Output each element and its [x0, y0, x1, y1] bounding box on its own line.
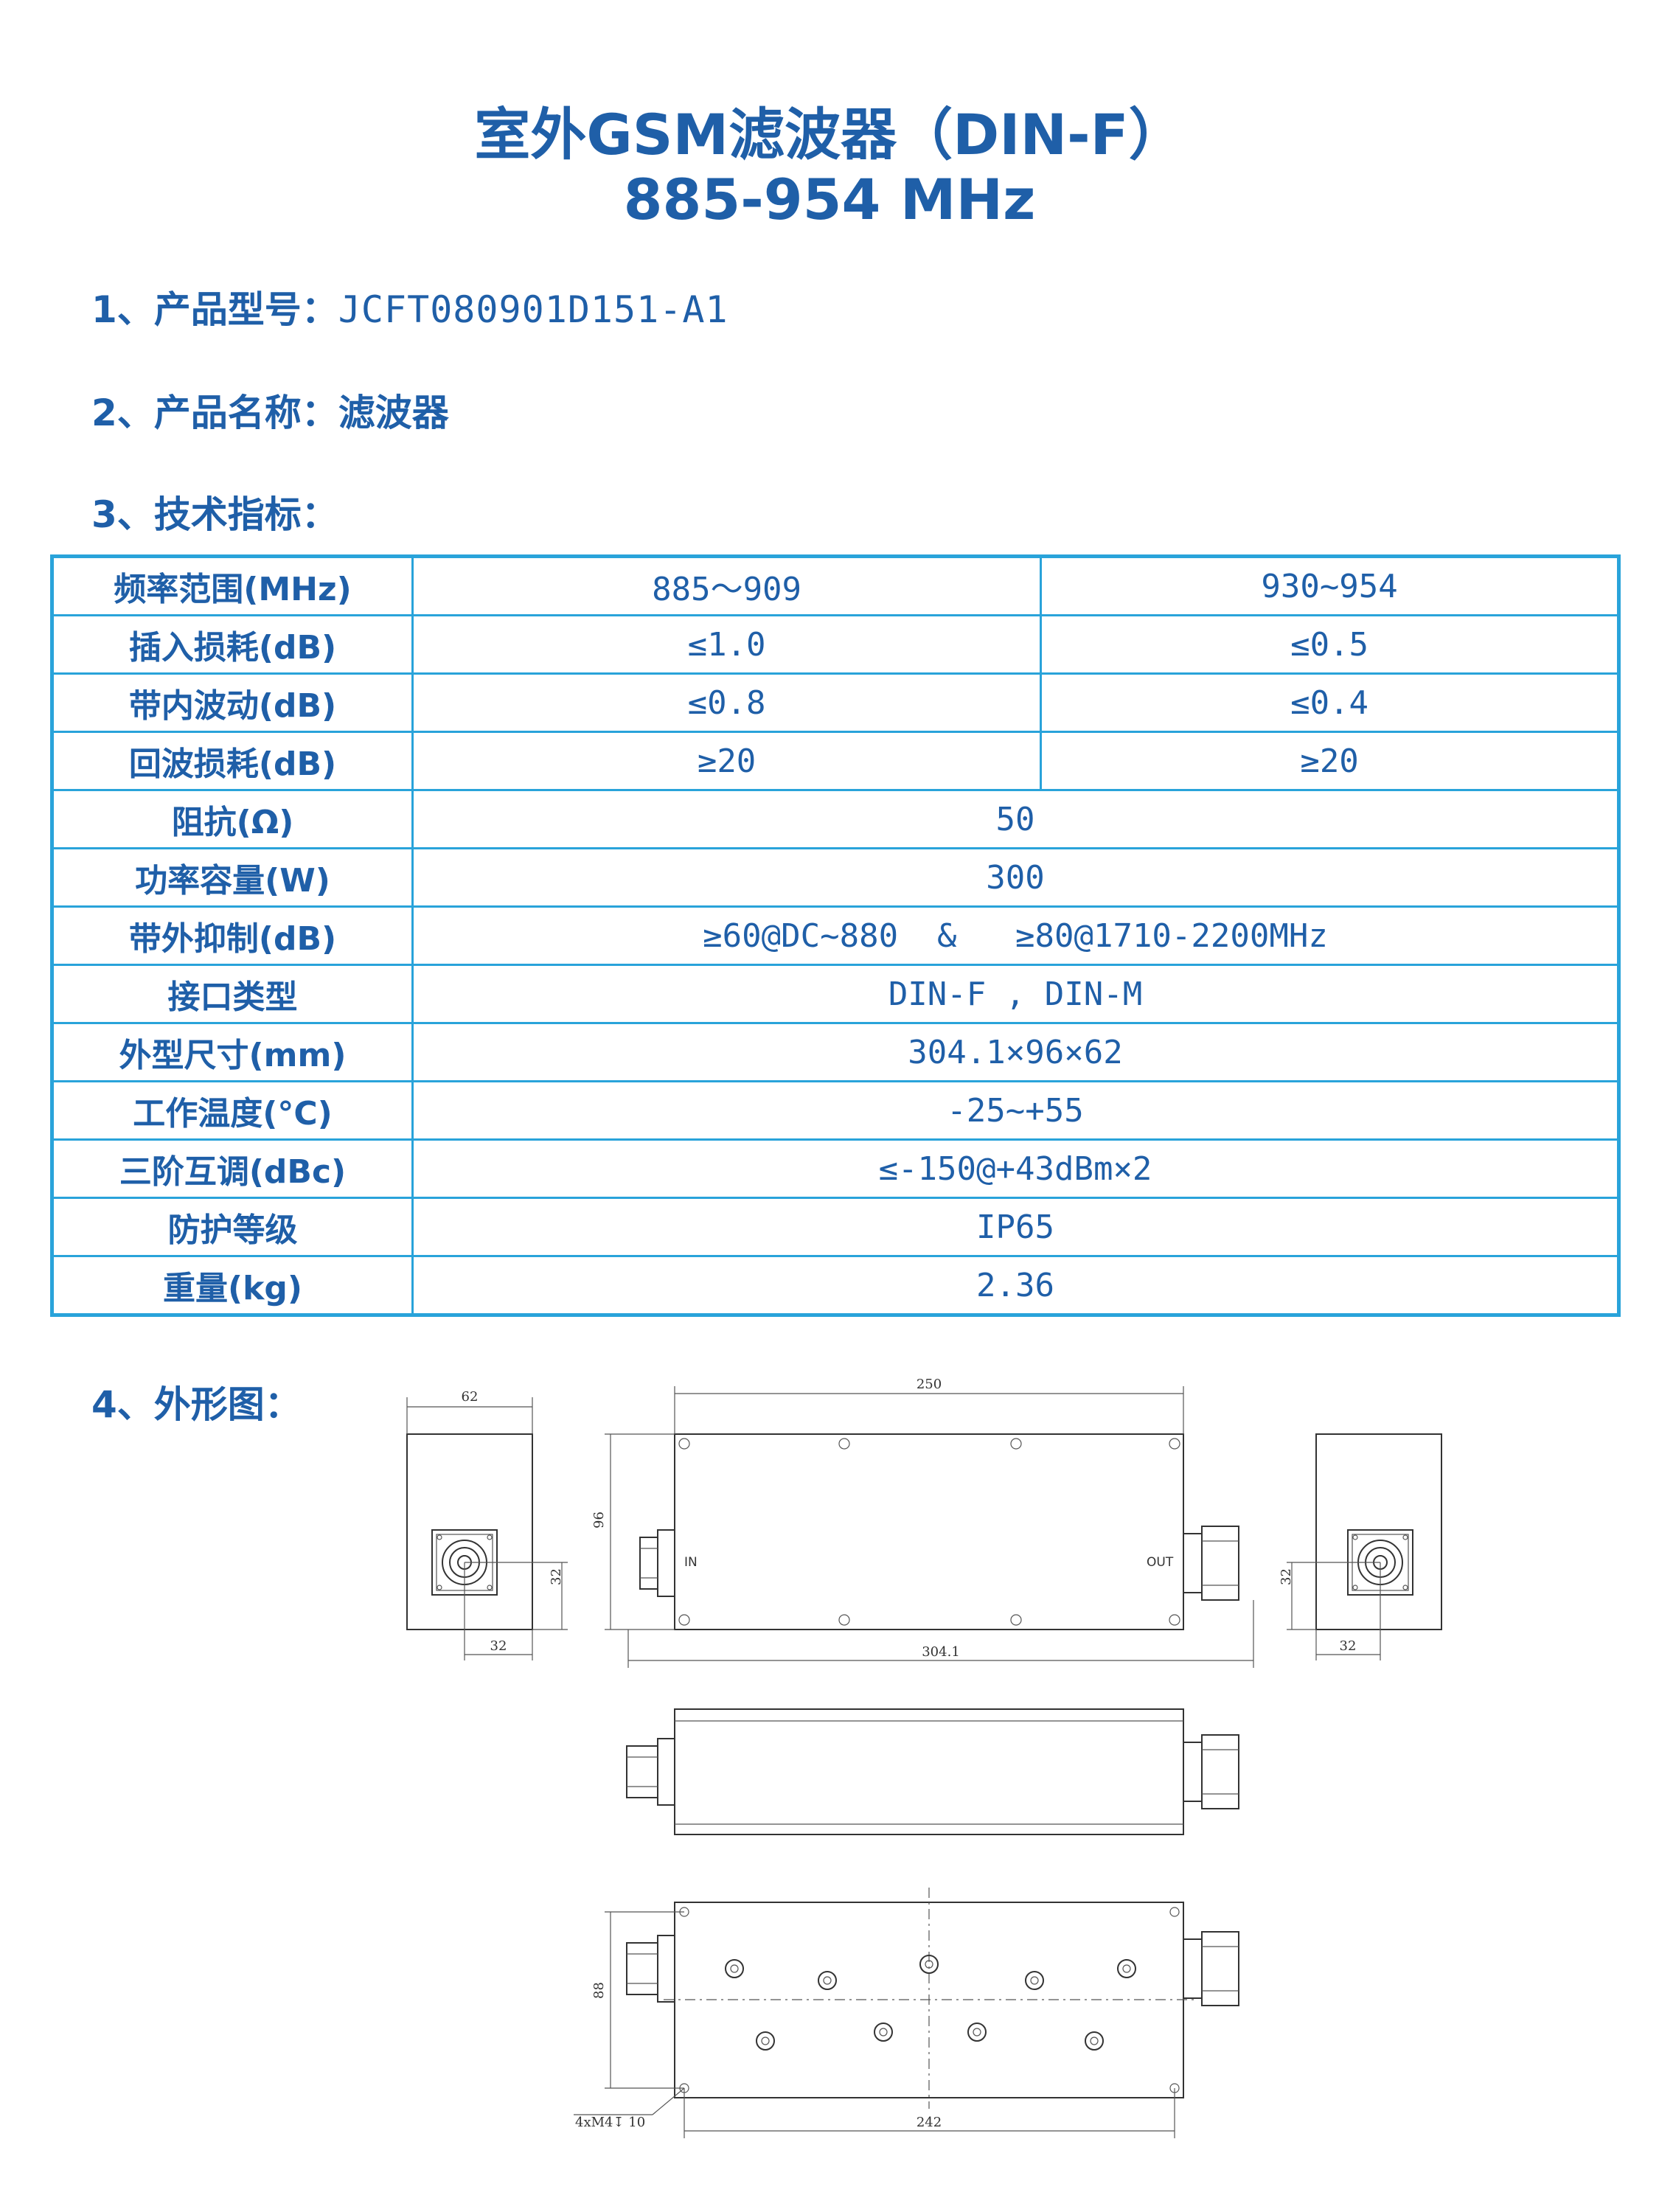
table-row: 回波损耗(dB)≥20≥20: [51, 731, 1620, 791]
side-view: [626, 1708, 1239, 1835]
spec-label: 插入损耗(dB): [51, 614, 414, 675]
left-end-view: 62 32 32: [406, 1389, 568, 1660]
table-row: 工作温度(°C)-25~+55: [51, 1080, 1620, 1141]
drawing-heading: 4、外形图：: [91, 1383, 302, 1426]
table-row: 外型尺寸(mm)304.1×96×62: [51, 1022, 1620, 1082]
table-row: 带内波动(dB)≤0.8≤0.4: [51, 672, 1620, 733]
spec-label: 重量(kg): [51, 1255, 414, 1316]
spec-value: ≤1.0: [411, 614, 1043, 675]
spec-value: 2.36: [411, 1255, 1620, 1316]
dim-88: 88: [591, 1982, 607, 1999]
name-value: 滤波器: [338, 392, 449, 434]
table-row: 阻抗(Ω)50: [51, 789, 1620, 849]
spec-label: 频率范围(MHz): [51, 555, 414, 616]
spec-heading: 3、技术指标：: [91, 493, 338, 536]
right-end-view: 32 32: [1279, 1433, 1442, 1660]
spec-label: 接口类型: [51, 964, 414, 1024]
table-row: 重量(kg)2.36: [51, 1255, 1620, 1316]
dim-250: 250: [917, 1377, 942, 1392]
spec-value: ≥20: [1040, 731, 1620, 791]
model-label: 1、产品型号：: [91, 288, 338, 331]
table-row: 带外抑制(dB)≥60@DC~880 & ≥80@1710-2200MHz: [51, 905, 1620, 966]
table-row: 功率容量(W)300: [51, 847, 1620, 908]
spec-label: 回波损耗(dB): [51, 731, 414, 791]
spec-value: ≤-150@+43dBm×2: [411, 1138, 1620, 1199]
dim-32-right-h: 32: [1340, 1638, 1357, 1654]
spec-value: ≥60@DC~880 & ≥80@1710-2200MHz: [411, 905, 1620, 966]
spec-value: -25~+55: [411, 1080, 1620, 1141]
dim-96: 96: [591, 1512, 607, 1528]
hole-callout: 4xM4↧ 10: [575, 2115, 645, 2130]
spec-label: 防护等级: [51, 1197, 414, 1257]
out-label: OUT: [1147, 1555, 1174, 1570]
title-line1: 室外GSM滤波器（DIN-F）: [474, 102, 1185, 167]
spec-value: 300: [411, 847, 1620, 908]
spec-value: 50: [411, 789, 1620, 849]
spec-value: 885～909: [411, 555, 1043, 616]
spec-value: 304.1×96×62: [411, 1022, 1620, 1082]
top-view: 250 IN OUT 96 304.1: [591, 1377, 1254, 1668]
spec-label: 阻抗(Ω): [51, 789, 414, 849]
spec-value: ≥20: [411, 731, 1043, 791]
dim-62: 62: [462, 1389, 479, 1405]
spec-value: ≤0.8: [411, 672, 1043, 733]
spec-value: 930~954: [1040, 555, 1620, 616]
dim-32-right-v: 32: [1279, 1568, 1294, 1585]
in-label: IN: [684, 1555, 698, 1570]
spec-label: 外型尺寸(mm): [51, 1022, 414, 1082]
dim-32-left-h: 32: [490, 1638, 507, 1654]
model-value: JCFT080901D151-A1: [338, 288, 728, 331]
table-row: 插入损耗(dB)≤1.0≤0.5: [51, 614, 1620, 675]
dim-32-left-v: 32: [549, 1568, 564, 1585]
spec-label: 工作温度(°C): [51, 1080, 414, 1141]
spec-value: ≤0.4: [1040, 672, 1620, 733]
spec-label: 带外抑制(dB): [51, 905, 414, 966]
bottom-view: 88 242 4xM4↧ 10: [574, 1888, 1239, 2138]
dim-304-1: 304.1: [922, 1644, 960, 1660]
table-row: 三阶互调(dBc)≤-150@+43dBm×2: [51, 1138, 1620, 1199]
spec-label: 带内波动(dB): [51, 672, 414, 733]
model-row: 1、产品型号：JCFT080901D151-A1: [91, 280, 728, 333]
title-line2: 885-954 MHz: [623, 167, 1036, 232]
spec-value: ≤0.5: [1040, 614, 1620, 675]
spec-label: 三阶互调(dBc): [51, 1138, 414, 1199]
spec-value: IP65: [411, 1197, 1620, 1257]
spec-label: 功率容量(W): [51, 847, 414, 908]
spec-value: DIN-F , DIN-M: [411, 964, 1620, 1024]
dim-242: 242: [917, 2115, 942, 2130]
name-label: 2、产品名称：: [91, 392, 338, 434]
name-row: 2、产品名称：滤波器: [91, 383, 449, 437]
